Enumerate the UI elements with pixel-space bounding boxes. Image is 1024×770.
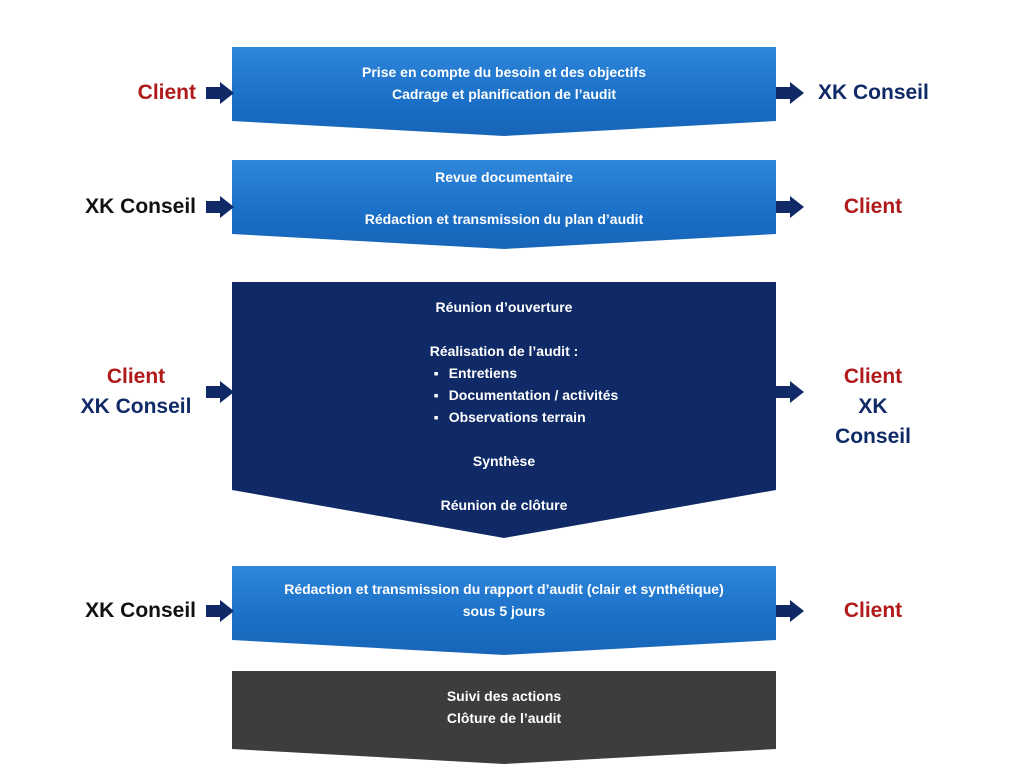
step-2-line-1: Revue documentaire bbox=[435, 169, 573, 185]
step-1-input-arrow-icon bbox=[206, 82, 234, 104]
step-3-bullet-list: Entretiens Documentation / activités Obs… bbox=[434, 362, 619, 428]
step-1-line-2: Cadrage et planification de l’audit bbox=[391, 86, 617, 102]
step-5-line-2: Clôture de l’audit bbox=[446, 710, 562, 726]
step-3-synthesis: Synthèse bbox=[472, 453, 536, 469]
step-4-chevron: Rédaction et transmission du rapport d’a… bbox=[232, 566, 776, 655]
step-3-closing: Réunion de clôture bbox=[440, 497, 568, 513]
step-3-chevron: Réunion d’ouverture Réalisation de l’aud… bbox=[232, 282, 776, 538]
step-3-left-actors: Client XK Conseil bbox=[80, 365, 192, 418]
step-4-line-2: sous 5 jours bbox=[462, 603, 546, 619]
step-2-left-actor: XK Conseil bbox=[85, 195, 196, 218]
step-3-input-arrow-icon bbox=[206, 381, 234, 403]
step-4-input-arrow-icon bbox=[206, 600, 234, 622]
step-1-line-1: Prise en compte du besoin et des objecti… bbox=[362, 64, 646, 80]
step-5-chevron: Suivi des actions Clôture de l’audit bbox=[232, 671, 776, 764]
step-3-right-actors: Client XK Conseil bbox=[835, 365, 911, 448]
step-2-chevron: Revue documentaire Rédaction et transmis… bbox=[232, 160, 776, 249]
step-3-opening: Réunion d’ouverture bbox=[435, 299, 573, 315]
step-4-output-arrow-icon bbox=[776, 600, 804, 622]
step-2-input-arrow-icon bbox=[206, 196, 234, 218]
step-2-line-2: Rédaction et transmission du plan d’audi… bbox=[364, 211, 644, 227]
step-5-line-1: Suivi des actions bbox=[446, 688, 562, 704]
step-3-bullet-3: Observations terrain bbox=[434, 406, 619, 428]
step-3-audit-heading: Réalisation de l’audit : bbox=[429, 343, 579, 359]
step-3-output-arrow-icon bbox=[776, 381, 804, 403]
step-3-bullet-1: Entretiens bbox=[434, 362, 619, 384]
step-4-left-actor: XK Conseil bbox=[85, 599, 196, 622]
step-1-output-arrow-icon bbox=[776, 82, 804, 104]
step-4-right-actor: Client bbox=[843, 599, 903, 622]
step-1-chevron: Prise en compte du besoin et des objecti… bbox=[232, 47, 776, 136]
step-3-bullet-2: Documentation / activités bbox=[434, 384, 619, 406]
step-1-left-actor: Client bbox=[137, 81, 196, 104]
step-1-right-actor: XK Conseil bbox=[818, 81, 929, 104]
step-2-output-arrow-icon bbox=[776, 196, 804, 218]
step-4-line-1: Rédaction et transmission du rapport d’a… bbox=[284, 581, 724, 597]
step-2-right-actor: Client bbox=[843, 195, 903, 218]
